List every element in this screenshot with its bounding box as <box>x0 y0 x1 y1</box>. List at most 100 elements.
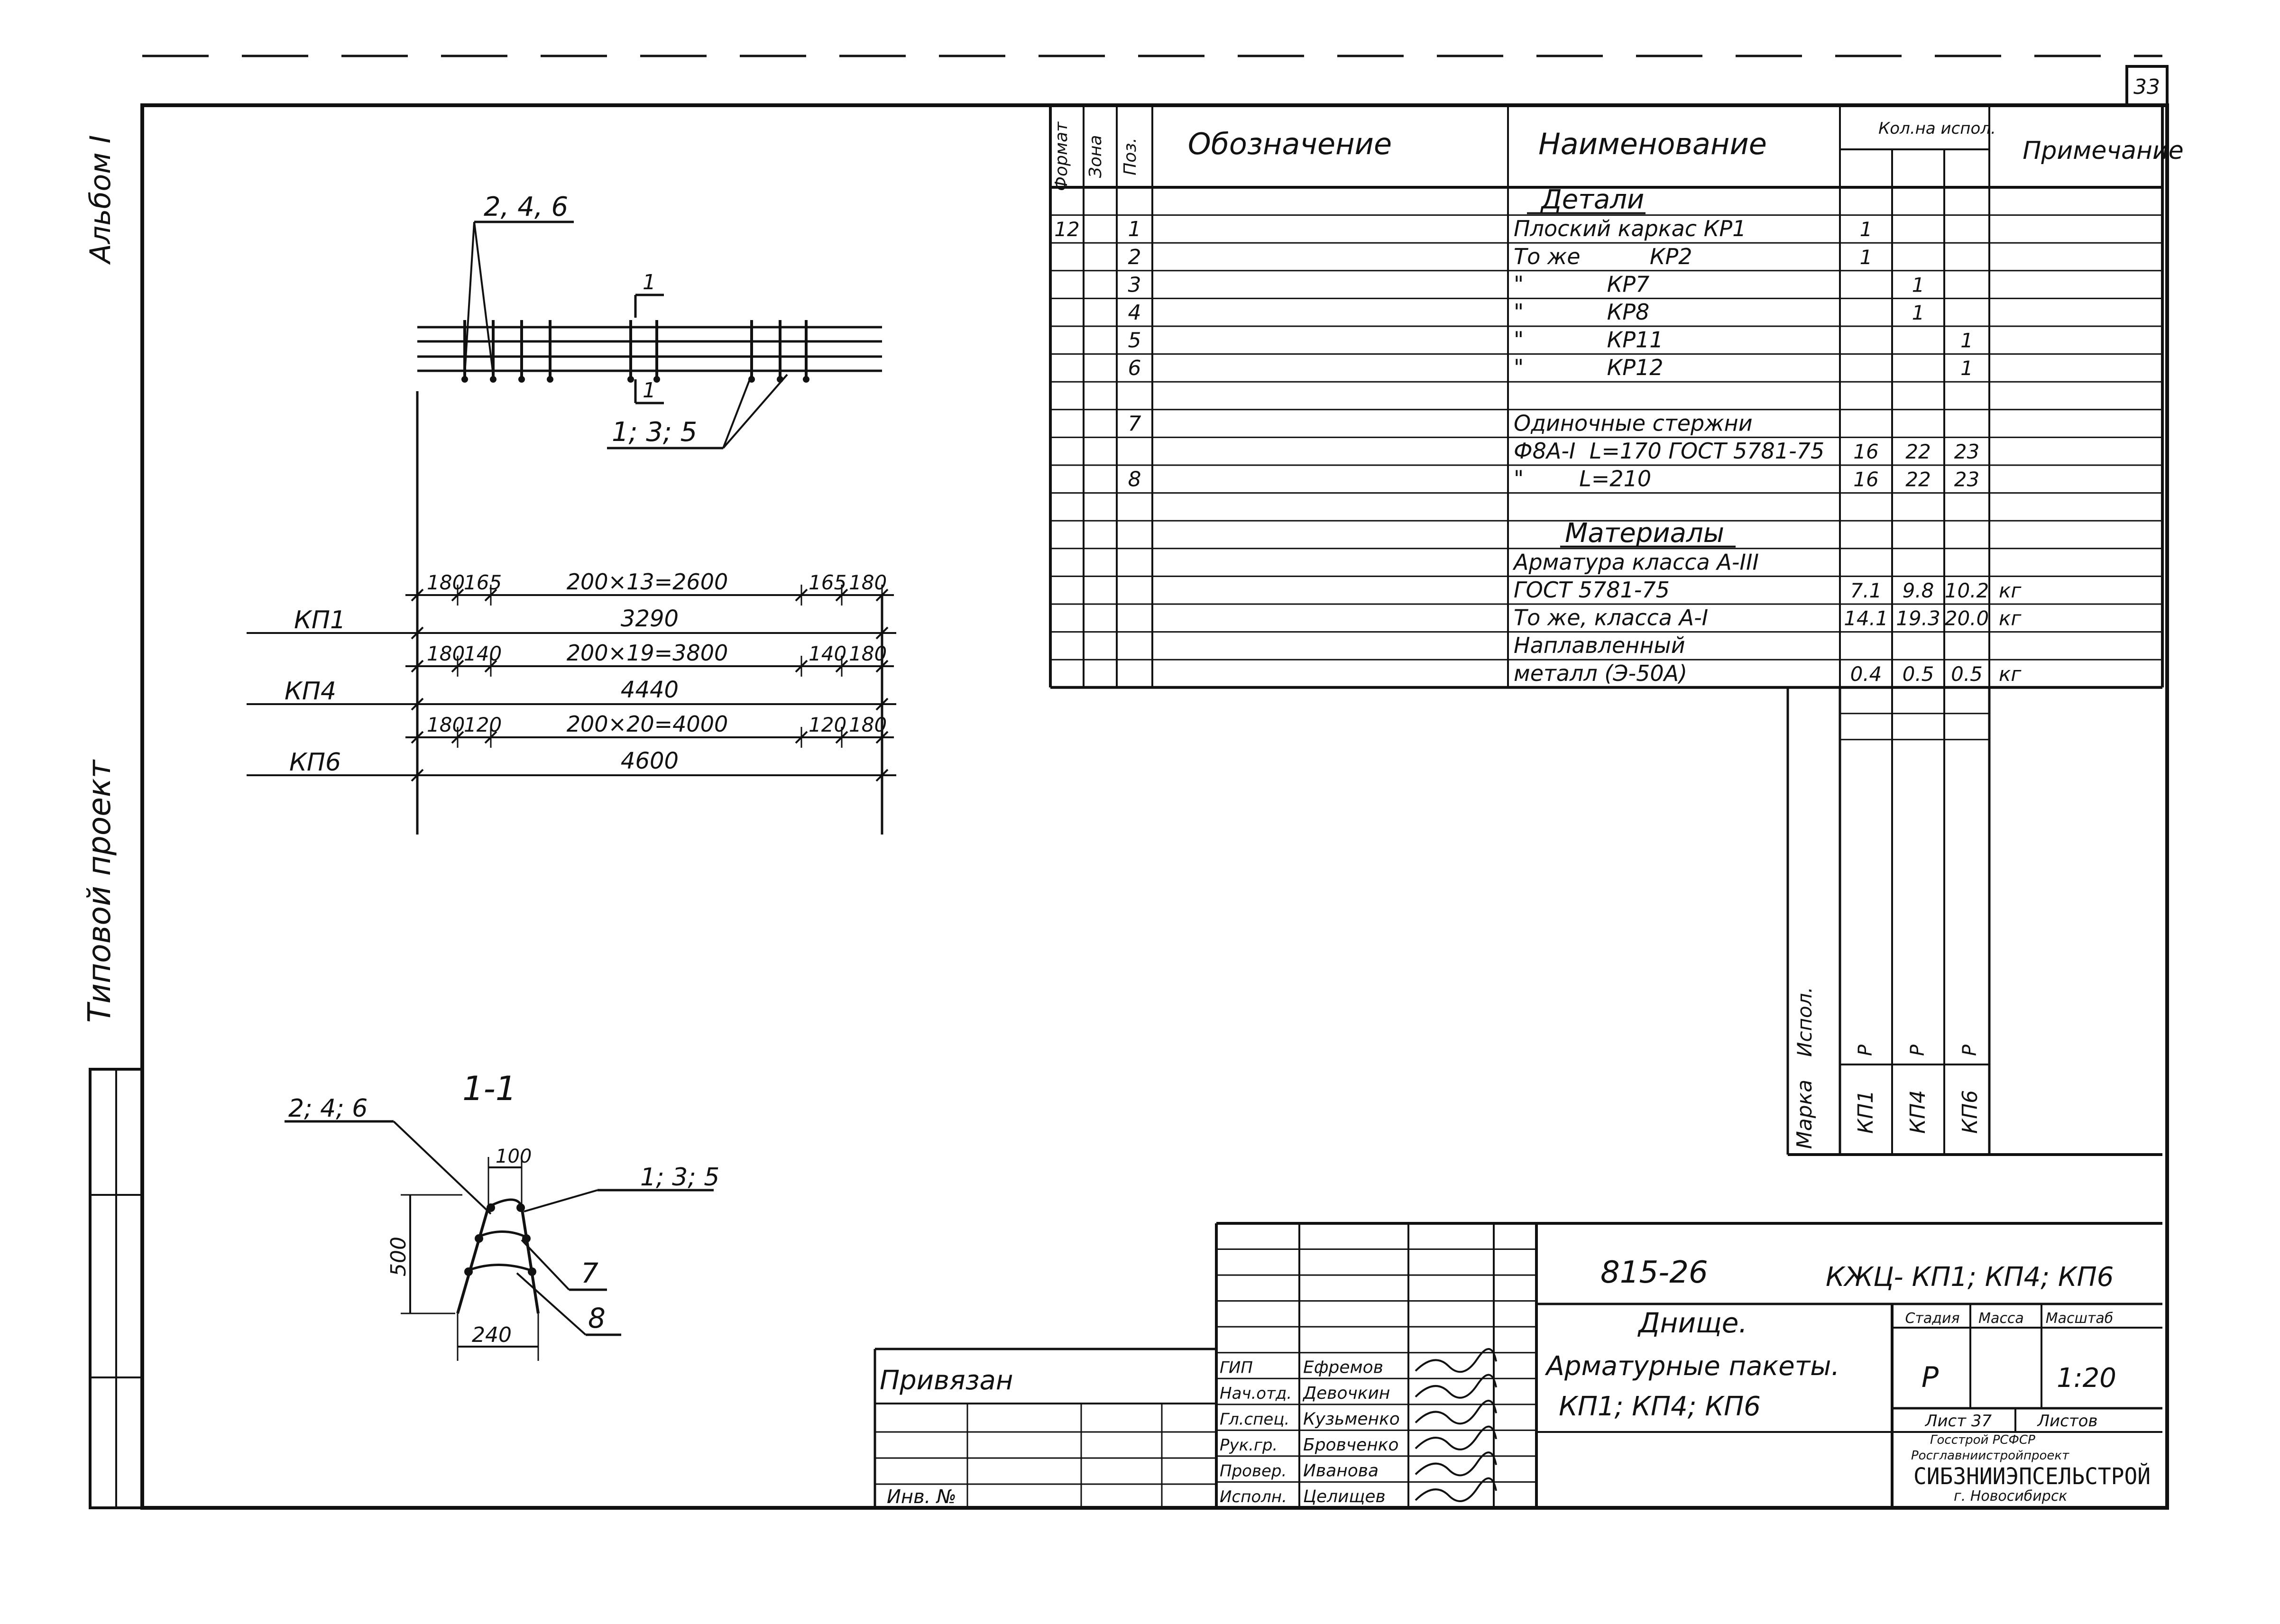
row-name: Одиночные стержни <box>1514 410 1753 436</box>
signature <box>1415 1477 1497 1502</box>
signer-role: Рук.гр. <box>1220 1436 1278 1455</box>
dim-left: 180 <box>427 571 465 594</box>
dim-middle: 200×13=2600 <box>567 569 728 595</box>
inv-label: Инв. № <box>887 1486 956 1508</box>
section-marker-top: 1 <box>634 270 664 318</box>
signature <box>1415 1400 1497 1425</box>
row-position: 2 <box>1128 245 1141 269</box>
row-name: ГОСТ 5781-75 <box>1514 577 1670 603</box>
section-title: 1-1 <box>462 1069 516 1108</box>
dim-middle: 200×20=4000 <box>567 711 728 737</box>
signer-name: Бровченко <box>1303 1435 1399 1455</box>
rebar-stud-end <box>627 376 634 383</box>
dim-right-inner: 165 <box>809 571 846 594</box>
section-label-right: 1; 3; 5 <box>640 1163 719 1192</box>
row-qty-kp4: 9.8 <box>1903 579 1934 602</box>
scale-value: 1:20 <box>2057 1363 2116 1394</box>
drawing-frame <box>140 103 2169 1510</box>
section-marker-bottom: 1 <box>634 378 664 404</box>
header-note: Примечание <box>2023 137 2184 165</box>
bar-label-bottom: 1; 3; 5 <box>612 417 697 448</box>
brand-label: Марка <box>1793 1080 1817 1149</box>
dim-total: 4600 <box>621 748 679 774</box>
row-qty-kp1: 7.1 <box>1850 579 1882 602</box>
title-line-3: КП1; КП4; КП6 <box>1559 1391 1761 1422</box>
dimension-tick <box>875 769 889 782</box>
brand-value: КП6 <box>1958 1090 1982 1134</box>
dimension-tick <box>875 697 889 711</box>
row-position: 6 <box>1128 356 1141 380</box>
dim-right: 180 <box>849 642 887 665</box>
signer-role: Провер. <box>1220 1461 1287 1480</box>
execution-label: Испол. <box>1793 987 1816 1057</box>
row-position: 5 <box>1128 329 1141 353</box>
row-qty-kp1: 0.4 <box>1850 662 1882 686</box>
row-note: кг <box>1999 607 2022 630</box>
title-line-2: Арматурные пакеты. <box>1545 1351 1840 1382</box>
signer-role: ГИП <box>1220 1358 1253 1377</box>
row-note: кг <box>1999 579 2022 602</box>
rebar-stud-end <box>547 376 553 383</box>
rebar-stud-end <box>653 376 660 383</box>
rebar-stud-end <box>803 376 809 383</box>
signature <box>1415 1451 1497 1477</box>
row-qty-kp6: 1 <box>1960 329 1973 352</box>
section-mark-top: 1 <box>643 270 656 294</box>
sheet-label: Лист 37 <box>1924 1412 1992 1431</box>
dim-right-inner: 140 <box>809 642 846 665</box>
row-qty-kp6: 23 <box>1954 440 1979 463</box>
row-qty-kp4: 0.5 <box>1903 662 1934 686</box>
row-name: Арматура класса А-III <box>1512 549 1759 575</box>
dim-left-inner: 165 <box>464 571 502 594</box>
header-designation: Обозначение <box>1188 127 1392 161</box>
header-zone: Зона <box>1086 135 1105 178</box>
row-qty-kp4: 1 <box>1912 273 1925 296</box>
signature <box>1415 1348 1497 1373</box>
row-qty-kp1: 1 <box>1860 246 1873 269</box>
rebar-stud-end <box>461 376 468 383</box>
rebar-stud-end <box>490 376 496 383</box>
sheets-label: Листов <box>2036 1412 2097 1431</box>
row-name: " КР11 <box>1514 327 1664 353</box>
section-mark-bottom: 1 <box>643 378 656 403</box>
callout-7: 7 <box>581 1257 598 1289</box>
scale-label: Масштаб <box>2046 1310 2114 1327</box>
row-name: То же КР2 <box>1514 244 1692 269</box>
org-3: СИБЗНИИЭПСЕЛЬСТРОЙ <box>1913 1463 2151 1490</box>
mass-label: Масса <box>1978 1310 2024 1327</box>
row-name: Плоский каркас КР1 <box>1514 216 1746 241</box>
row-qty-kp4: 22 <box>1905 468 1931 491</box>
row-position: 1 <box>1128 217 1141 241</box>
signer-name: Иванова <box>1303 1461 1379 1480</box>
header-name: Наименование <box>1538 127 1767 161</box>
row-name: Ф8А-I L=170 ГОСТ 5781-75 <box>1514 438 1824 464</box>
org-1: Госстрой РСФСР <box>1930 1433 2035 1447</box>
section-height: 500 <box>386 1237 411 1276</box>
row-qty-kp1: 1 <box>1860 218 1873 241</box>
callout-8: 8 <box>588 1302 606 1334</box>
dim-right-inner: 120 <box>809 713 846 736</box>
brand-value: КП1 <box>1854 1090 1878 1134</box>
row-name: " КР7 <box>1514 271 1649 297</box>
row-qty-kp1: 16 <box>1853 468 1878 491</box>
dim-total: 4440 <box>621 677 679 703</box>
org-2: Росглавниистройпроект <box>1911 1449 2069 1463</box>
dimension-tick <box>875 626 889 640</box>
dimension-tick <box>411 769 424 782</box>
title-block: 815-26 КЖЦ- КП1; КП4; КП6 Днище. Арматур… <box>873 1222 2162 1509</box>
dim-left-inner: 140 <box>464 642 502 665</box>
rebar-studs <box>461 320 809 383</box>
section-bottom-width: 240 <box>472 1323 512 1347</box>
rebar-stud-end <box>518 376 525 383</box>
stage-label: Стадия <box>1905 1310 1959 1327</box>
row-position: 8 <box>1128 468 1141 492</box>
signer-name: Целищев <box>1303 1487 1386 1506</box>
row-name: То же, класса А-I <box>1514 605 1708 631</box>
section-label-left: 2; 4; 6 <box>288 1094 368 1123</box>
execution-value: Р <box>1855 1044 1876 1056</box>
row-qty-kp6: 23 <box>1954 468 1979 491</box>
